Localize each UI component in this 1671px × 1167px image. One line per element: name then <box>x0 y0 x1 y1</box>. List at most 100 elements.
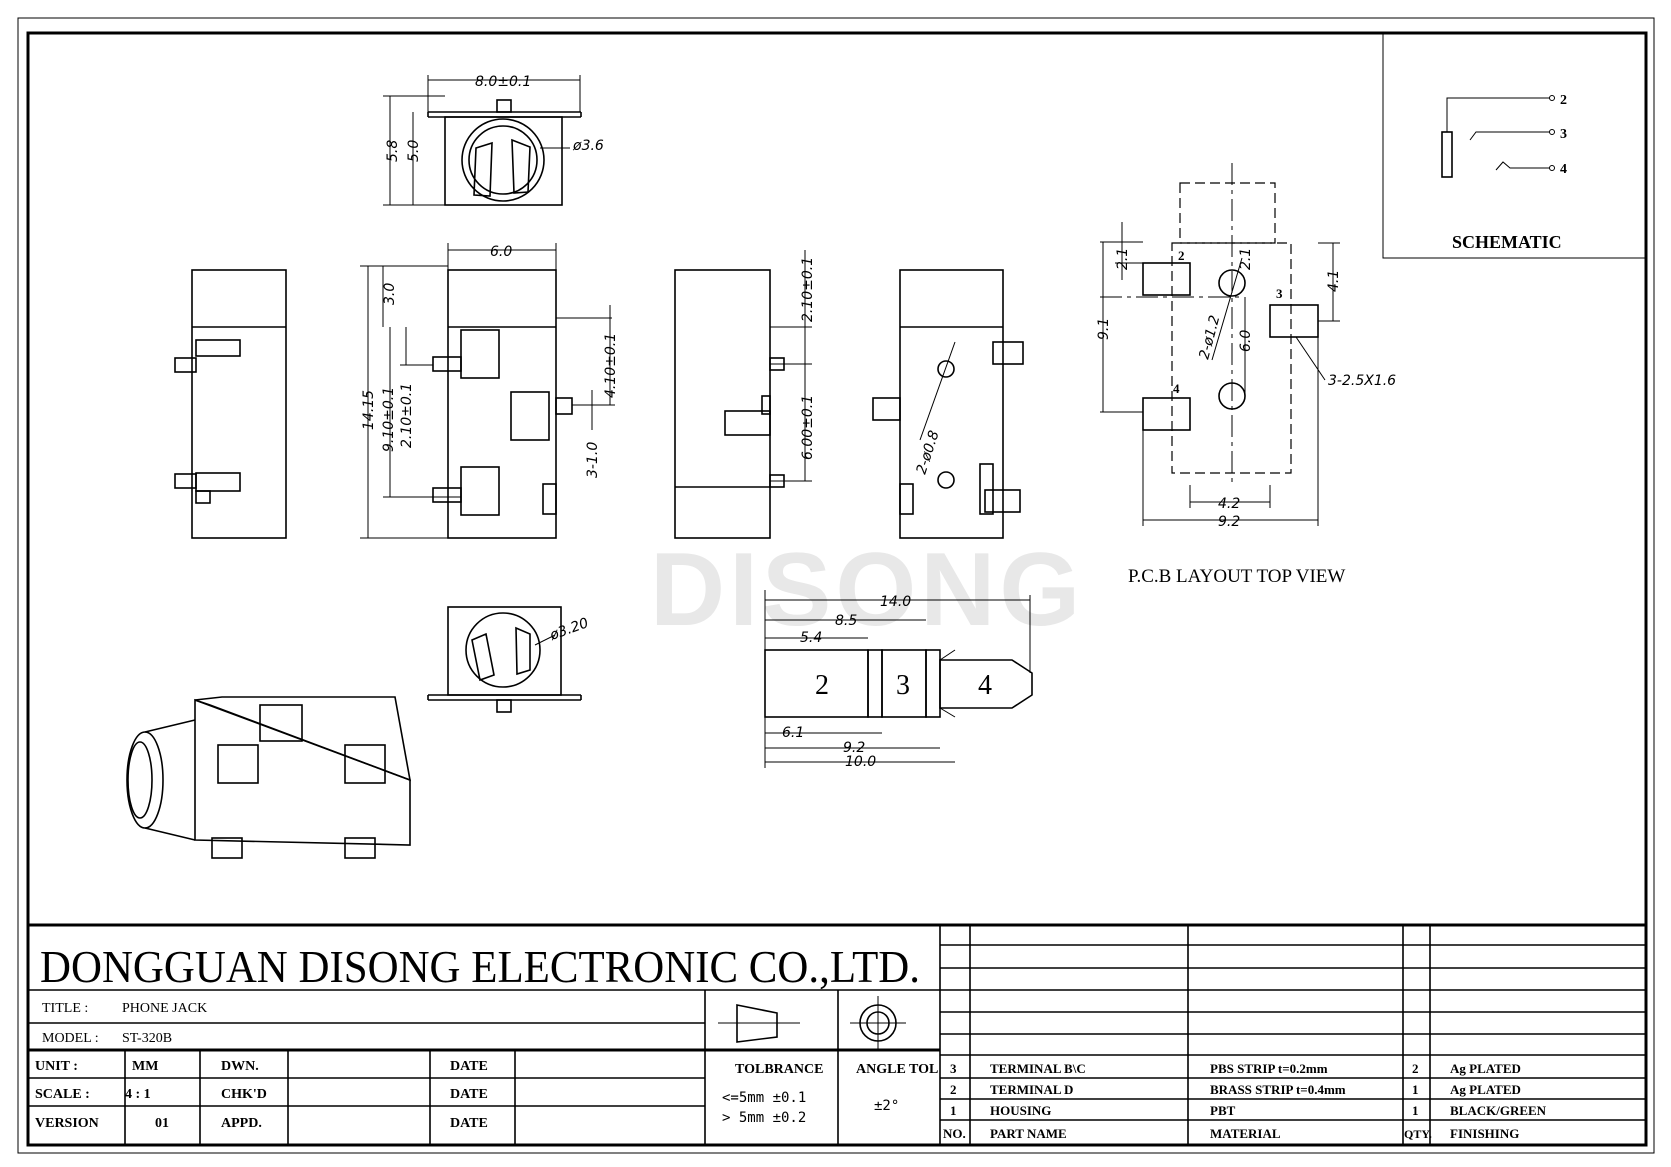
pcb-layout: 2 3 4 9.1 2.1 2.1 4.1 6.0 2-ø1.2 3-2.5X1… <box>1096 163 1396 587</box>
dim-6-0: 6.0 <box>490 244 512 260</box>
title-block: DONGGUAN DISONG ELECTRONIC CO.,LTD. TITL… <box>28 923 1646 1145</box>
right-end-view: 2.10±0.1 6.00±0.1 <box>674 250 816 539</box>
bom-header-no: NO. <box>943 1126 966 1141</box>
plug-segment-3: 3 <box>896 670 910 701</box>
schematic-box: 2 3 4 SCHEMATIC <box>1382 33 1646 259</box>
title-value: PHONE JACK <box>122 1001 207 1016</box>
dim-right-6-00: 6.00±0.1 <box>800 395 816 460</box>
watermark: DISONG <box>650 532 1084 648</box>
plug-dim-10-0: 10.0 <box>845 754 876 770</box>
outer-border <box>17 17 1655 1154</box>
dim-14-15: 14.15 <box>361 390 377 430</box>
schematic-label: SCHEMATIC <box>1452 232 1562 252</box>
tolerance-label: TOLBRANCE <box>735 1062 823 1077</box>
date-label-2: DATE <box>450 1087 488 1102</box>
pcb-dim-4-2: 4.2 <box>1218 496 1240 512</box>
plug-segment-2: 2 <box>815 670 829 701</box>
bom-cell-no: 3 <box>950 1061 957 1076</box>
title-label: TITLE : <box>42 1001 88 1016</box>
plug-dim-5-4: 5.4 <box>800 630 822 646</box>
pcb-pad-2 <box>1142 262 1191 296</box>
bom-header-qty: QTY. <box>1404 1127 1432 1141</box>
model-label: MODEL : <box>42 1031 99 1046</box>
dim-right-2-10: 2.10±0.1 <box>800 257 816 322</box>
inner-border <box>26 31 1648 1147</box>
bom-cell-part: TERMINAL B\C <box>990 1061 1086 1076</box>
pcb-dim-6-0: 6.0 <box>1238 330 1254 352</box>
bom-cell-material: BRASS STRIP t=0.4mm <box>1210 1082 1346 1097</box>
dwn-label: DWN. <box>221 1059 259 1074</box>
version-label: VERSION <box>35 1116 99 1131</box>
isometric-view <box>126 696 412 859</box>
version-value: 01 <box>155 1116 169 1131</box>
dim-8-0: 8.0±0.1 <box>475 74 531 90</box>
plug-dim-8-5: 8.5 <box>835 613 857 629</box>
plug-dim-9-2: 9.2 <box>843 740 865 756</box>
pcb-dim-3-2-5x1-6: 3-2.5X1.6 <box>1328 373 1396 389</box>
bom-cell-qty: 1 <box>1412 1082 1419 1097</box>
bom-cell-qty: 1 <box>1412 1103 1419 1118</box>
svg-text:4: 4 <box>1173 381 1180 396</box>
bom-cell-no: 1 <box>950 1103 957 1118</box>
side-view: 6.0 3.0 14.15 9.10±0.1 2.10±0.1 4.10±0.1… <box>360 243 619 539</box>
bom-cell-no: 2 <box>950 1082 957 1097</box>
dim-4-10: 4.10±0.1 <box>603 333 619 398</box>
bom-cell-finishing: Ag PLATED <box>1450 1082 1521 1097</box>
bom-cell-part: HOUSING <box>990 1103 1051 1118</box>
bom-cell-material: PBT <box>1210 1103 1236 1118</box>
pcb-dim-9-1: 9.1 <box>1096 318 1112 340</box>
dim-2-dia-0-8: 2-ø0.8 <box>914 429 943 477</box>
bottom-view: ø3.20 <box>427 606 591 713</box>
date-label-1: DATE <box>450 1059 488 1074</box>
appd-label: APPD. <box>221 1116 262 1131</box>
plug-drawing: 2 3 4 14.0 8.5 5.4 6.1 9.2 10.0 <box>764 590 1033 770</box>
bom-cell-qty: 2 <box>1412 1061 1419 1076</box>
tolerance-line-1: <=5mm ±0.1 <box>722 1090 806 1106</box>
schematic-pin-3: 3 <box>1560 127 1567 142</box>
schematic-pin-4: 4 <box>1560 162 1567 177</box>
scale-label: SCALE : <box>35 1087 90 1102</box>
date-label-3: DATE <box>450 1116 488 1131</box>
dim-3-1-0: 3-1.0 <box>585 442 601 478</box>
pcb-label: P.C.B LAYOUT TOP VIEW <box>1128 566 1345 587</box>
dim-dia-3-20: ø3.20 <box>547 615 591 644</box>
bom-header-material: MATERIAL <box>1210 1126 1281 1141</box>
pcb-dim-9-2: 9.2 <box>1218 514 1240 530</box>
angle-tol-label: ANGLE TOL <box>856 1062 938 1077</box>
pcb-dim-2-1-left: 2.1 <box>1115 248 1131 270</box>
dim-9-10: 9.10±0.1 <box>381 387 397 452</box>
plug-dim-14-0: 14.0 <box>880 594 911 610</box>
svg-text:3: 3 <box>1276 286 1283 301</box>
dim-2-10: 2.10±0.1 <box>399 383 415 448</box>
scale-value: 4 : 1 <box>125 1087 151 1102</box>
plug-dim-6-1: 6.1 <box>782 725 804 741</box>
left-end-view <box>174 269 287 539</box>
bom-header-part: PART NAME <box>990 1126 1067 1141</box>
unit-label: UNIT : <box>35 1059 78 1074</box>
bom-cell-part: TERMINAL D <box>990 1082 1073 1097</box>
dim-5-8: 5.8 <box>385 140 401 162</box>
schematic-pin-2: 2 <box>1560 93 1567 108</box>
far-side-view: 2-ø0.8 <box>872 269 1024 539</box>
model-value: ST-320B <box>122 1031 172 1046</box>
bom-cell-finishing: BLACK/GREEN <box>1450 1103 1547 1118</box>
angle-tol-value: ±2° <box>874 1098 899 1114</box>
dim-3-0: 3.0 <box>382 283 398 305</box>
bom-cell-finishing: Ag PLATED <box>1450 1061 1521 1076</box>
pcb-dim-2-1-center: 2.1 <box>1238 248 1254 270</box>
company-name: DONGGUAN DISONG ELECTRONIC CO.,LTD. <box>40 941 920 992</box>
front-view: 8.0±0.1 5.8 5.0 ø3.6 <box>383 74 604 206</box>
pcb-pad-4 <box>1142 397 1191 431</box>
pcb-dim-4-1: 4.1 <box>1326 270 1342 292</box>
chkd-label: CHK'D <box>221 1087 267 1102</box>
pcb-pad-3 <box>1269 304 1319 338</box>
tolerance-line-2: > 5mm ±0.2 <box>722 1110 806 1126</box>
dim-dia-3-6: ø3.6 <box>572 138 604 154</box>
dim-5-0: 5.0 <box>406 140 422 162</box>
pcb-dim-2-dia-1-2: 2-ø1.2 <box>1196 314 1223 361</box>
plug-segment-4: 4 <box>978 670 992 701</box>
bom-cell-material: PBS STRIP t=0.2mm <box>1210 1061 1328 1076</box>
svg-text:2: 2 <box>1178 248 1185 263</box>
unit-value: MM <box>132 1059 158 1074</box>
